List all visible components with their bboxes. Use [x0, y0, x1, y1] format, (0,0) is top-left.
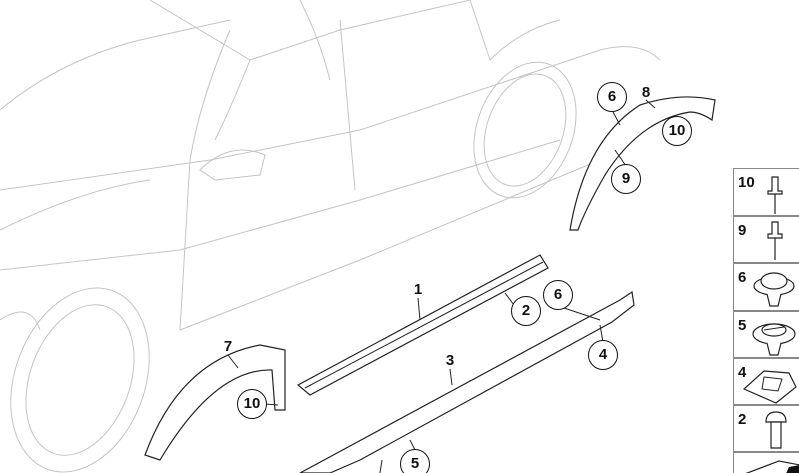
- slotted-clip-icon: [752, 323, 796, 356]
- vehicle-outline: [0, 0, 661, 473]
- legend-clip-5: 5: [733, 311, 799, 358]
- callout-2: 2: [511, 296, 541, 326]
- leader-lines: [227, 99, 656, 473]
- callout-4: 4: [588, 340, 618, 370]
- callout-6-upper: 6: [597, 82, 627, 112]
- legend-rivet-9: 9: [733, 216, 799, 263]
- callout-10-upper: 10: [662, 116, 692, 146]
- wheel-arch-trim-front: [144, 344, 286, 461]
- rivet-icon: [767, 176, 783, 214]
- callout-3: 3: [445, 352, 455, 369]
- mounting-bracket-icon: [742, 370, 797, 404]
- rivet-icon: [767, 221, 783, 260]
- sill-strip-bracket: [296, 254, 549, 396]
- expanding-clip-icon: [753, 272, 795, 307]
- legend-clip-6: 6: [733, 263, 799, 311]
- legend-label: 6: [738, 269, 747, 286]
- callout-9: 9: [611, 164, 641, 194]
- screw-icon: [765, 411, 787, 449]
- legend-label: 5: [738, 317, 747, 334]
- legend-bracket-4: 4: [733, 358, 799, 405]
- legend-label: 2: [738, 411, 747, 428]
- legend-screw-2: 2: [733, 405, 799, 452]
- side-sill-panel: [299, 290, 635, 473]
- wheel-arch-trim-rear: [569, 96, 716, 231]
- callout-8: 8: [641, 84, 651, 101]
- callout-5: 5: [400, 449, 430, 473]
- wedge-icon: [745, 460, 799, 473]
- callout-6-lower: 6: [543, 280, 573, 310]
- callout-10-lower: 10: [237, 389, 267, 419]
- callout-7: 7: [223, 338, 233, 355]
- legend-label: 4: [738, 364, 747, 381]
- callout-1: 1: [413, 281, 423, 298]
- legend-wedge: [733, 452, 799, 473]
- legend-label: 9: [738, 222, 747, 239]
- legend-rivet-10: 10: [733, 168, 799, 216]
- legend-label: 10: [738, 174, 755, 191]
